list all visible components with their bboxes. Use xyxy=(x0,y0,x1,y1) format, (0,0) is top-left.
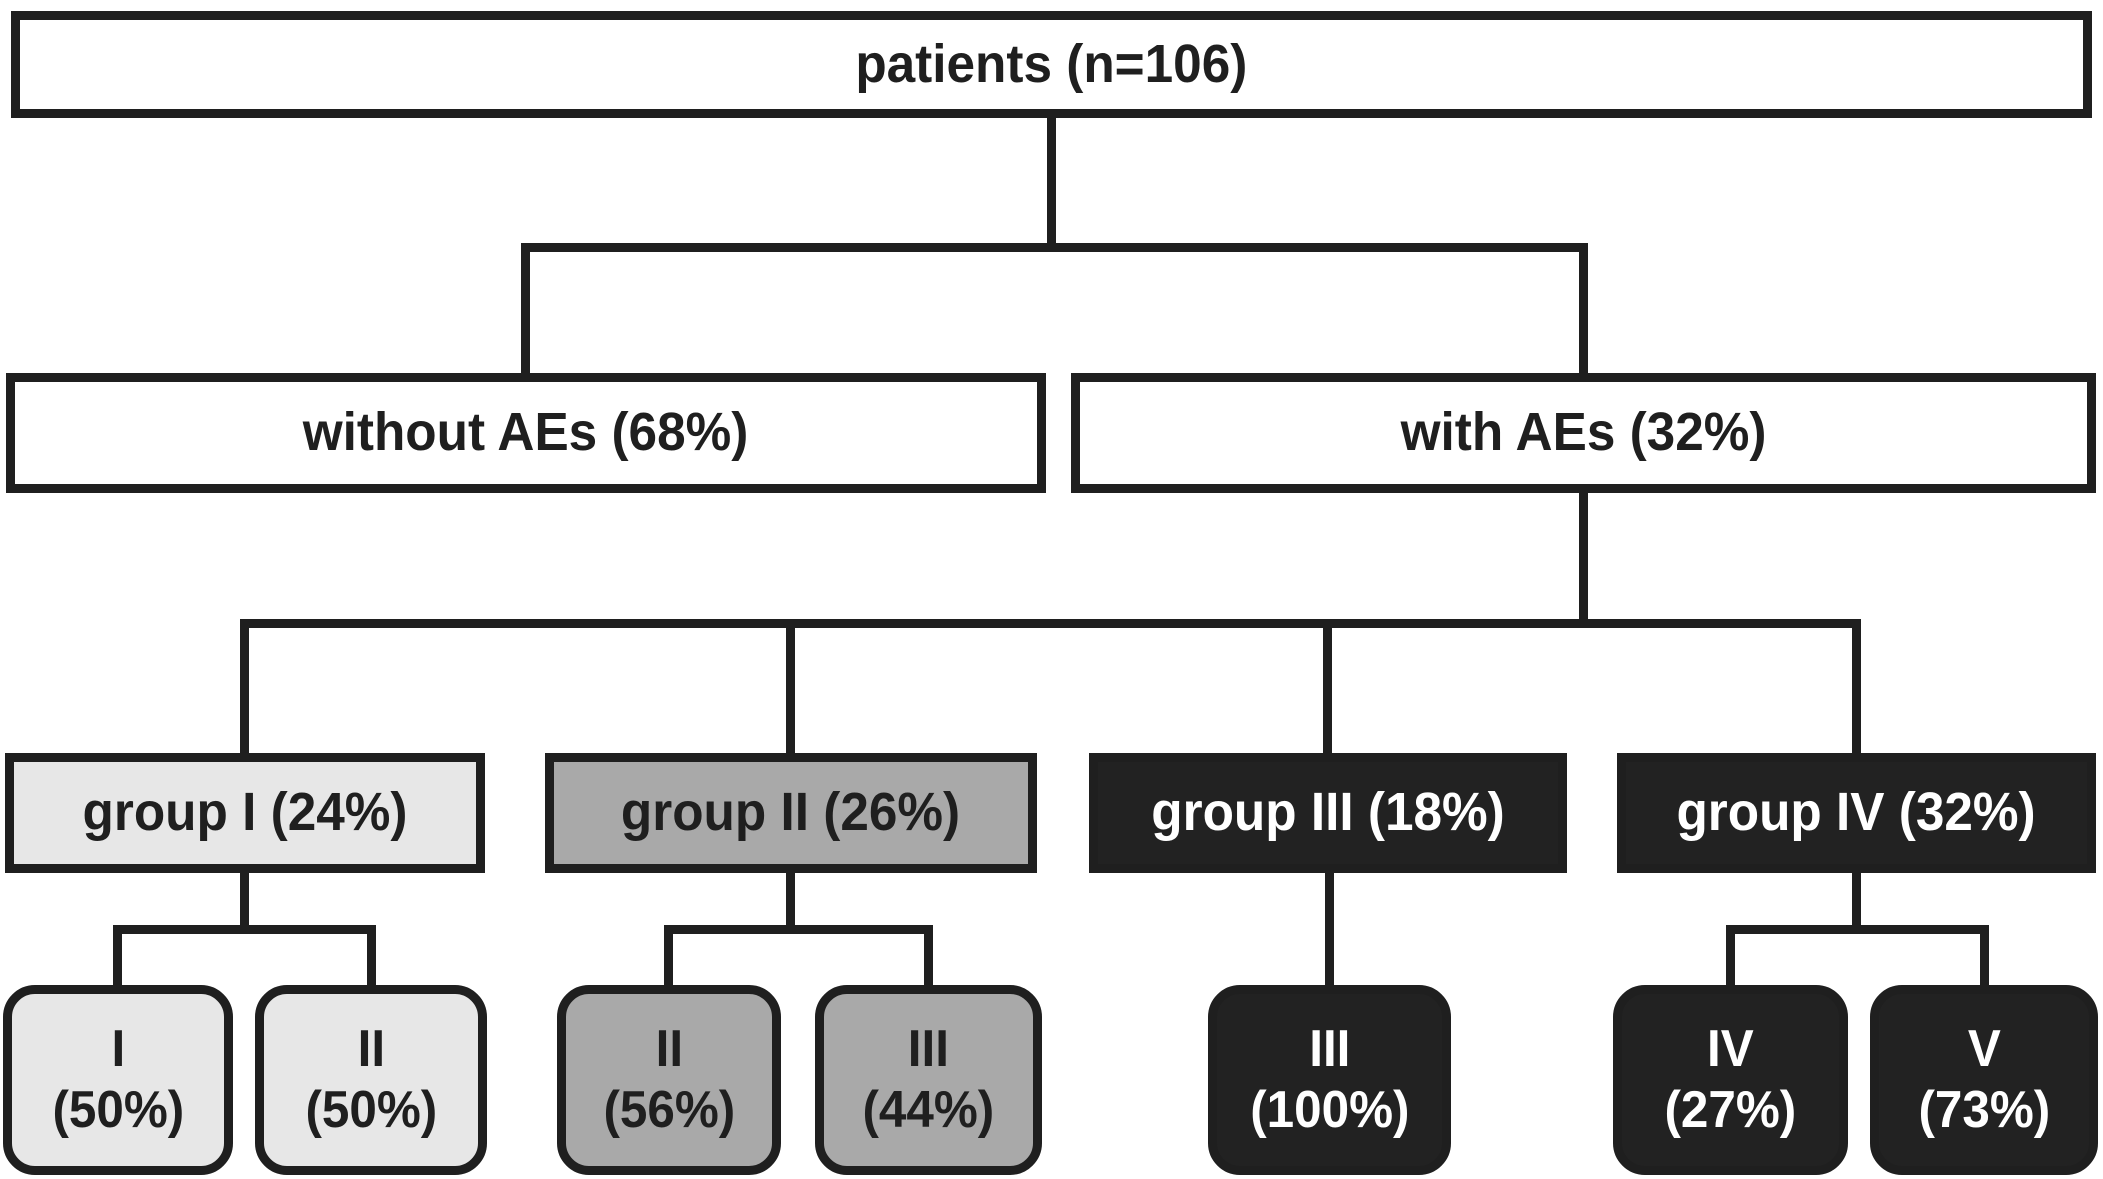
leaf-group-i-grade-i: I (50%) xyxy=(3,985,233,1175)
leaf-group-ii-grade-iii: III (44%) xyxy=(815,985,1042,1175)
leaf-grade: II xyxy=(655,1019,683,1078)
node-patients: patients (n=106) xyxy=(11,11,2092,118)
leaf-grade: III xyxy=(907,1019,950,1078)
leaf-grade: V xyxy=(1967,1019,2001,1078)
leaf-grade: I xyxy=(111,1019,125,1078)
edge-group-i-drop-l xyxy=(113,925,122,985)
leaf-label: V (73%) xyxy=(1918,1019,2050,1142)
leaf-percent: (27%) xyxy=(1664,1081,1797,1139)
leaf-label: II (56%) xyxy=(603,1019,735,1142)
edge-root-drop-right xyxy=(1579,243,1588,373)
leaf-grade: II xyxy=(357,1019,385,1078)
edge-withaes-stem xyxy=(1579,493,1588,628)
leaf-percent: (100%) xyxy=(1249,1081,1410,1139)
edge-group-iv-stem xyxy=(1852,873,1861,930)
edge-group-iv-bar xyxy=(1726,925,1989,934)
edge-drop-group-iii xyxy=(1323,619,1332,753)
leaf-group-ii-grade-ii: II (56%) xyxy=(557,985,781,1175)
node-group-i-label: group I (24%) xyxy=(82,782,408,843)
node-group-ii: group II (26%) xyxy=(545,753,1037,873)
edge-root-drop-left xyxy=(521,243,530,373)
edge-drop-group-iv xyxy=(1852,619,1861,753)
node-group-i: group I (24%) xyxy=(5,753,485,873)
edge-groups-bar xyxy=(240,619,1861,628)
leaf-group-i-grade-ii: II (50%) xyxy=(255,985,487,1175)
edge-group-iv-drop-r xyxy=(1980,925,1989,985)
leaf-group-iv-grade-v: V (73%) xyxy=(1870,985,2098,1175)
node-group-iii-label: group III (18%) xyxy=(1151,782,1505,843)
node-patients-label: patients (n=106) xyxy=(855,33,1248,94)
edge-group-ii-drop-r xyxy=(924,925,933,985)
leaf-percent: (56%) xyxy=(603,1081,735,1139)
leaf-label: III (100%) xyxy=(1250,1019,1409,1142)
leaf-grade: IV xyxy=(1707,1019,1754,1078)
leaf-percent: (44%) xyxy=(862,1081,995,1139)
node-without-aes: without AEs (68%) xyxy=(6,373,1046,493)
node-group-iv-label: group IV (32%) xyxy=(1676,782,2037,843)
node-with-aes: with AEs (32%) xyxy=(1071,373,2096,493)
leaf-group-iii-grade-iii: III (100%) xyxy=(1208,985,1451,1175)
edge-drop-group-i xyxy=(240,619,249,753)
edge-drop-group-ii xyxy=(786,619,795,753)
node-without-aes-label: without AEs (68%) xyxy=(303,402,749,463)
leaf-label: I (50%) xyxy=(52,1019,184,1142)
leaf-grade: III xyxy=(1308,1019,1351,1078)
leaf-percent: (50%) xyxy=(52,1081,184,1139)
node-group-iii: group III (18%) xyxy=(1089,753,1567,873)
leaf-percent: (50%) xyxy=(305,1081,437,1139)
edge-group-ii-drop-l xyxy=(664,925,673,985)
edge-root-stem xyxy=(1047,118,1056,252)
edge-group-i-stem xyxy=(240,873,249,930)
edge-root-bar xyxy=(521,243,1588,252)
node-group-iv: group IV (32%) xyxy=(1617,753,2096,873)
edge-group-i-bar xyxy=(113,925,376,934)
leaf-label: IV (27%) xyxy=(1665,1019,1797,1142)
edge-group-iv-drop-l xyxy=(1726,925,1735,985)
edge-group-iii-stem xyxy=(1325,873,1334,985)
node-group-ii-label: group II (26%) xyxy=(621,782,961,843)
leaf-group-iv-grade-iv: IV (27%) xyxy=(1613,985,1848,1175)
leaf-percent: (73%) xyxy=(1918,1081,2050,1139)
leaf-label: III (44%) xyxy=(863,1019,995,1142)
leaf-label: II (50%) xyxy=(305,1019,437,1142)
edge-group-ii-bar xyxy=(664,925,933,934)
edge-group-i-drop-r xyxy=(367,925,376,985)
node-with-aes-label: with AEs (32%) xyxy=(1400,402,1767,463)
edge-group-ii-stem xyxy=(786,873,795,930)
